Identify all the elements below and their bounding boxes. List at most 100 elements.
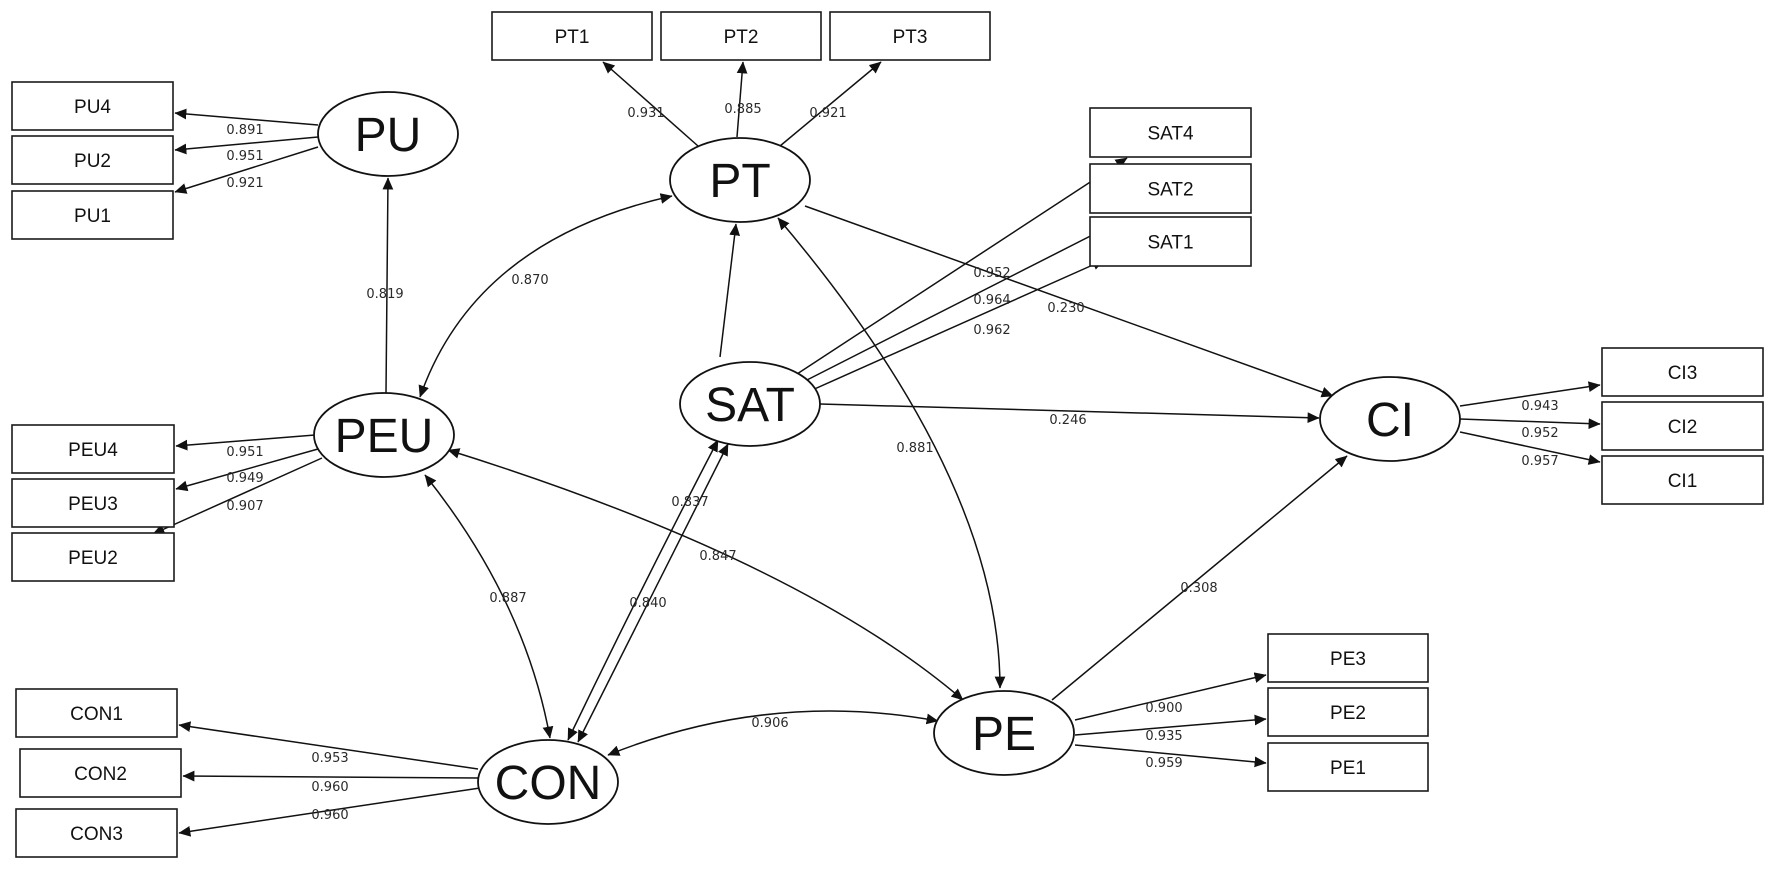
path-coefficient-sat-ci: 0.246 — [1049, 413, 1086, 428]
indicator-label: CON3 — [70, 824, 123, 845]
indicator-box — [11, 478, 175, 528]
indicator-label: PU1 — [74, 206, 111, 227]
indicator-box — [15, 808, 178, 858]
construct-ellipse — [933, 690, 1075, 776]
loading-arrow-pu2 — [174, 136, 319, 155]
construct-ellipse — [477, 739, 619, 825]
indicator-peu3: PEU3 — [11, 478, 175, 528]
construct-sat: SAT — [679, 361, 821, 447]
loading-value-pt1: 0.931 — [627, 106, 664, 121]
loading-arrow-pt1 — [602, 61, 699, 147]
indicator-label: PEU4 — [68, 440, 118, 461]
indicator-pu4: PU4 — [11, 81, 174, 131]
loading-arrow-peu4 — [175, 434, 316, 451]
loading-arrow-peu2 — [152, 457, 323, 535]
loading-arrow-pt3 — [779, 61, 882, 147]
indicator-box — [829, 11, 991, 61]
path-coefficient-con-pe: 0.906 — [751, 716, 788, 731]
loading-value-ci2: 0.952 — [1521, 426, 1558, 441]
indicator-label: PE1 — [1330, 758, 1366, 779]
indicator-label: PEU3 — [68, 494, 118, 515]
indicator-box — [19, 748, 182, 798]
loading-arrow-ci3 — [1459, 381, 1601, 407]
path-sat-con — [567, 439, 719, 741]
structural-paths-layer — [382, 177, 1348, 756]
loading-value-pu2: 0.951 — [226, 149, 263, 164]
construct-ellipse — [669, 137, 811, 223]
path-pt-pe — [777, 217, 1006, 689]
indicator-pe1: PE1 — [1267, 742, 1429, 792]
indicator-box — [1089, 107, 1252, 158]
loading-arrow-con1 — [178, 721, 479, 770]
loading-value-peu3: 0.949 — [226, 471, 263, 486]
construct-ellipse — [1319, 376, 1461, 462]
indicator-box — [1089, 216, 1252, 267]
construct-pe: PE — [933, 690, 1075, 776]
loading-arrow-pt2 — [736, 61, 748, 138]
indicator-box — [11, 424, 175, 474]
indicator-label: CI2 — [1668, 417, 1698, 438]
loading-value-pu1: 0.921 — [226, 176, 263, 191]
construct-pt: PT — [669, 137, 811, 223]
loading-value-sat2: 0.964 — [973, 293, 1010, 308]
path-coefficient-peu-pt: 0.870 — [511, 273, 548, 288]
loading-arrow-pe1 — [1074, 744, 1267, 768]
construct-label: PE — [972, 708, 1036, 761]
indicator-pt1: PT1 — [491, 11, 653, 61]
construct-pu: PU — [317, 91, 459, 177]
indicator-peu2: PEU2 — [11, 532, 175, 582]
loading-arrow-pe2 — [1074, 714, 1267, 736]
indicator-con2: CON2 — [19, 748, 182, 798]
indicator-con1: CON1 — [15, 688, 178, 738]
loading-arrow-sat1 — [809, 259, 1105, 392]
path-con-sat — [577, 443, 729, 743]
loading-value-con1: 0.953 — [311, 751, 348, 766]
indicator-box — [15, 688, 178, 738]
indicator-label: CON2 — [74, 764, 127, 785]
indicator-box — [1089, 163, 1252, 214]
indicator-pt3: PT3 — [829, 11, 991, 61]
loading-value-pt3: 0.921 — [809, 106, 846, 121]
loading-value-pu4: 0.891 — [226, 123, 263, 138]
path-coefficient-peu-pu: 0.819 — [366, 287, 403, 302]
path-coefficient-peu-con: 0.887 — [489, 591, 526, 606]
loading-value-ci3: 0.943 — [1521, 399, 1558, 414]
loading-paths-layer — [152, 61, 1601, 837]
indicator-box — [11, 135, 174, 185]
indicator-box — [1601, 455, 1764, 505]
construct-label: PEU — [335, 410, 434, 463]
path-con-pe — [607, 710, 939, 756]
path-peu-con — [424, 474, 554, 739]
loading-value-con2: 0.960 — [311, 780, 348, 795]
path-coefficient-pt-ci: 0.230 — [1047, 301, 1084, 316]
indicator-peu4: PEU4 — [11, 424, 175, 474]
loading-arrow-sat4 — [796, 157, 1128, 375]
construct-label: PT — [709, 155, 770, 208]
path-coefficient-con-sat: 0.840 — [629, 596, 666, 611]
loading-arrow-ci2 — [1459, 418, 1601, 429]
indicator-label: PEU2 — [68, 548, 118, 569]
indicator-pe2: PE2 — [1267, 687, 1429, 737]
loading-value-ci1: 0.957 — [1521, 454, 1558, 469]
loading-value-pe3: 0.900 — [1145, 701, 1182, 716]
loading-arrow-pu4 — [174, 108, 319, 126]
indicator-label: CON1 — [70, 704, 123, 725]
loading-arrow-pe3 — [1074, 672, 1267, 721]
construct-ci: CI — [1319, 376, 1461, 462]
indicator-pe3: PE3 — [1267, 633, 1429, 683]
indicator-box — [11, 532, 175, 582]
indicator-box — [1601, 347, 1764, 397]
construct-ellipse — [679, 361, 821, 447]
indicator-pt2: PT2 — [660, 11, 822, 61]
loading-value-peu4: 0.951 — [226, 445, 263, 460]
indicator-label: PU4 — [74, 97, 111, 118]
loading-arrow-sat2 — [804, 221, 1119, 382]
indicator-box — [11, 81, 174, 131]
construct-label: CI — [1366, 394, 1414, 447]
path-labels-layer: 0.8190.8700.2300.2460.8810.8470.8870.837… — [226, 102, 1558, 823]
indicator-label: PU2 — [74, 151, 111, 172]
loading-arrow-pu1 — [174, 146, 319, 194]
indicator-label: CI3 — [1668, 363, 1698, 384]
